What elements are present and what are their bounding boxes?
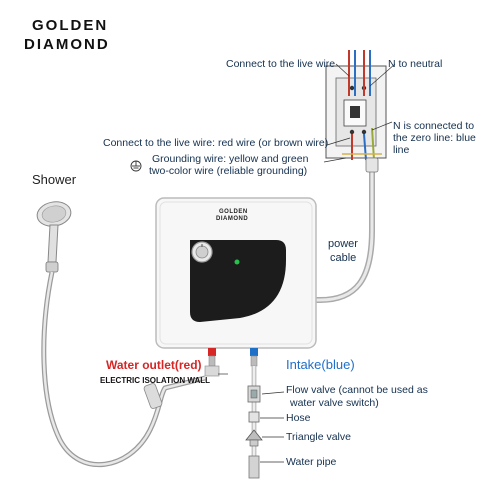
label-power-cable-2: cable bbox=[330, 252, 357, 264]
output-wires bbox=[342, 127, 382, 161]
label-zero-line-2: the zero line: blue bbox=[393, 132, 476, 144]
label-shower: Shower bbox=[32, 172, 77, 187]
device-brand-line-2: DIAMOND bbox=[216, 216, 249, 222]
label-water-pipe: Water pipe bbox=[286, 456, 337, 468]
label-hose: Hose bbox=[286, 412, 311, 424]
brand-line-2: DIAMOND bbox=[24, 36, 110, 53]
valve-icon bbox=[247, 385, 261, 403]
water-heater bbox=[155, 197, 317, 349]
label-zero-line-3: line bbox=[393, 144, 410, 156]
device-brand-line-1: GOLDEN bbox=[219, 209, 248, 215]
power-cable bbox=[312, 157, 379, 303]
label-grounding-1: Grounding wire: yellow and green bbox=[152, 153, 309, 165]
label-isolation-wall: ELECTRIC ISOLATION WALL bbox=[100, 376, 211, 385]
ground-icon bbox=[130, 160, 142, 172]
label-water-outlet: Water outlet(red) bbox=[106, 358, 202, 372]
supply-wires bbox=[348, 50, 371, 96]
brand-line-1: GOLDEN bbox=[32, 17, 109, 34]
label-live-wire-top: Connect to the live wire bbox=[226, 58, 336, 70]
label-flow-valve-1: Flow valve (cannot be used as bbox=[286, 384, 428, 396]
shower-head-icon bbox=[36, 201, 72, 273]
label-triangle-valve: Triangle valve bbox=[286, 431, 351, 443]
triangle-valve-icon bbox=[245, 429, 263, 447]
label-live-wire-red: Connect to the live wire: red wire (or b… bbox=[103, 137, 329, 149]
leader-lines bbox=[323, 63, 396, 163]
label-zero-line-1: N is connected to bbox=[393, 120, 475, 132]
label-grounding-2: two-color wire (reliable grounding) bbox=[149, 165, 308, 177]
shower-hose bbox=[41, 271, 206, 468]
label-flow-valve-2: water valve switch) bbox=[290, 397, 379, 409]
water-pipe bbox=[248, 455, 260, 479]
label-neutral: N to neutral bbox=[388, 58, 443, 70]
label-power-cable-1: power bbox=[328, 238, 358, 250]
intake-leader-lines bbox=[218, 373, 285, 463]
label-intake: Intake(blue) bbox=[286, 357, 355, 372]
hose-fitting bbox=[248, 411, 260, 423]
